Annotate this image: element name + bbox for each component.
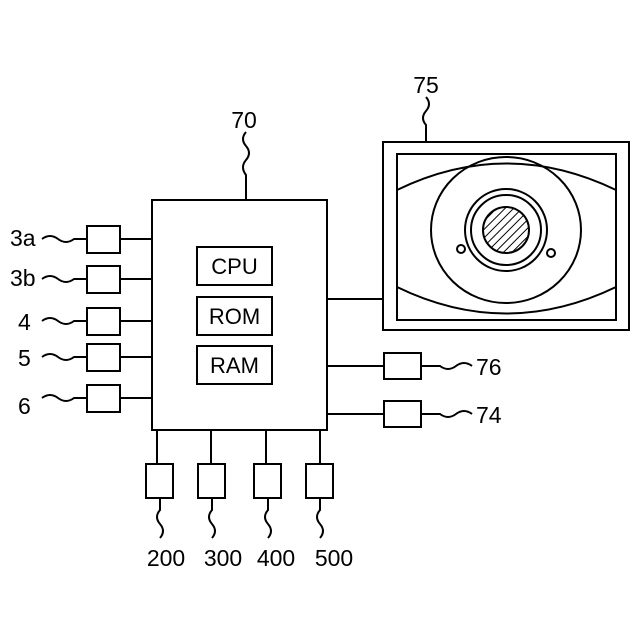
device-76: 76: [327, 353, 502, 380]
input-4: 4: [18, 308, 152, 335]
device-200: 200: [146, 430, 185, 571]
input-5: 5: [18, 344, 152, 371]
device-500-label: 500: [315, 545, 353, 571]
device-400-label: 400: [257, 545, 295, 571]
controller-70: 70 CPU ROM RAM: [152, 107, 327, 430]
ram-label: RAM: [210, 353, 259, 378]
display-75: 75: [327, 72, 629, 330]
device-300: 300: [198, 430, 242, 571]
input-6: 6: [18, 385, 152, 419]
controller-ref-label: 70: [231, 107, 257, 133]
device-74: 74: [327, 401, 502, 428]
device-300-label: 300: [204, 545, 242, 571]
device-500: 500: [306, 430, 353, 571]
input-5-label: 5: [18, 345, 31, 371]
cpu-block: CPU: [197, 247, 272, 285]
display-ref-label: 75: [413, 72, 439, 98]
device-76-label: 76: [476, 354, 502, 380]
device-74-label: 74: [476, 402, 502, 428]
input-3b: 3b: [10, 265, 152, 293]
input-3a: 3a: [10, 225, 152, 253]
input-4-label: 4: [18, 309, 31, 335]
input-3a-label: 3a: [10, 225, 36, 251]
rom-block: ROM: [197, 297, 272, 335]
input-6-label: 6: [18, 393, 31, 419]
ram-block: RAM: [197, 346, 272, 384]
device-200-label: 200: [147, 545, 185, 571]
device-400: 400: [254, 430, 295, 571]
rom-label: ROM: [209, 304, 260, 329]
input-3b-label: 3b: [10, 265, 36, 291]
cpu-label: CPU: [211, 254, 257, 279]
